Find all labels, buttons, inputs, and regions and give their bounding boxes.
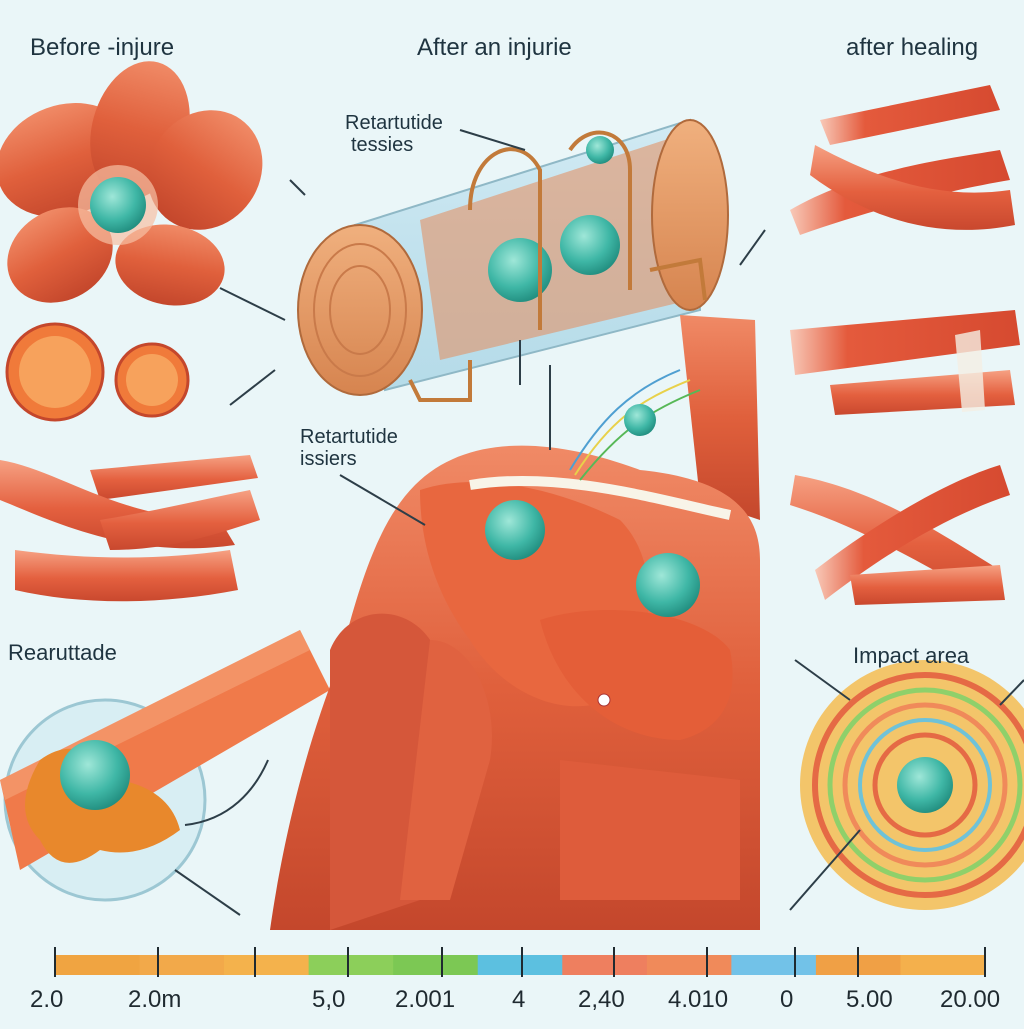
arrow-impact-area — [794, 659, 851, 701]
impact-area-rings — [800, 660, 1024, 910]
scale-bar-tick-label: 2.001 — [395, 986, 456, 1013]
annotation-line: Retartutide — [345, 112, 443, 134]
scale-bar-tick-label: 4 — [512, 986, 526, 1013]
arrow-top-left — [289, 179, 306, 196]
annotation-impact-area: Impact area — [853, 643, 970, 668]
scale-bar-segment — [224, 955, 310, 975]
arrow-tessies — [459, 129, 526, 151]
healed-strands-top — [790, 85, 1015, 235]
rearuttade-illustration — [0, 630, 330, 902]
scale-bar-segment — [393, 955, 479, 975]
arrow-rearuttade — [184, 759, 269, 826]
arrow-impact-bottom — [789, 829, 861, 911]
scale-bar-tick-label: 5.00 — [846, 986, 893, 1013]
flower-muscle — [0, 61, 263, 306]
scale-bar-tick-label: 0 — [780, 986, 794, 1013]
arrow-flower-to-tube — [219, 287, 286, 321]
arrow-impact-right — [999, 679, 1024, 706]
scale-bar-tick-label: 4.010 — [668, 986, 729, 1013]
scale-bar-tick-label: 2,40 — [578, 986, 625, 1013]
annotation-retartutide-tessies: Retartutide tessies — [345, 112, 443, 156]
annotation-line: tessies — [351, 134, 414, 156]
scale-bar-tick-label: 20.00 — [940, 986, 1001, 1013]
scale-bar-segment — [646, 955, 732, 975]
pointer-arrows — [174, 129, 1024, 916]
scale-bar-segment — [55, 955, 141, 975]
healed-strands-bottom — [790, 465, 1010, 605]
arrow-issiers — [339, 474, 426, 526]
scale-bar-segment — [731, 955, 817, 975]
header-healing: after healing — [846, 34, 979, 61]
left-muscle-strands — [0, 455, 260, 602]
annotation-line: issiers — [300, 448, 357, 470]
scale-bar-tick-label: 2.0m — [128, 986, 182, 1013]
scale-bar-tick-label: 5,0 — [312, 986, 346, 1013]
scale-bar — [54, 947, 986, 977]
scale-bar-segment — [477, 955, 563, 975]
scale-bar-segment — [139, 955, 225, 975]
healed-strands-middle — [790, 310, 1020, 415]
annotation-retartutide-issiers: Retartutide issiers — [300, 426, 398, 470]
torso-muscles — [270, 315, 760, 930]
flower-cluster — [90, 177, 146, 233]
scale-bar-segment — [308, 955, 394, 975]
arrow-rearuttade-bottom — [174, 869, 241, 916]
annotation-rearuttade: Rearuttade — [8, 640, 117, 665]
scale-bar-segment — [562, 955, 648, 975]
header-after: After an injurie — [417, 34, 572, 61]
scale-bar-tick-label: 2.0 — [30, 986, 64, 1013]
annotation-line: Retartutide — [300, 426, 398, 448]
scale-bar-segment — [900, 955, 986, 975]
orange-slices — [5, 322, 190, 422]
arrow-healing-top — [739, 229, 766, 266]
arrow-orange-to-tube — [229, 369, 276, 406]
header-before: Before -injure — [30, 34, 175, 61]
tissue-tube — [297, 118, 729, 402]
